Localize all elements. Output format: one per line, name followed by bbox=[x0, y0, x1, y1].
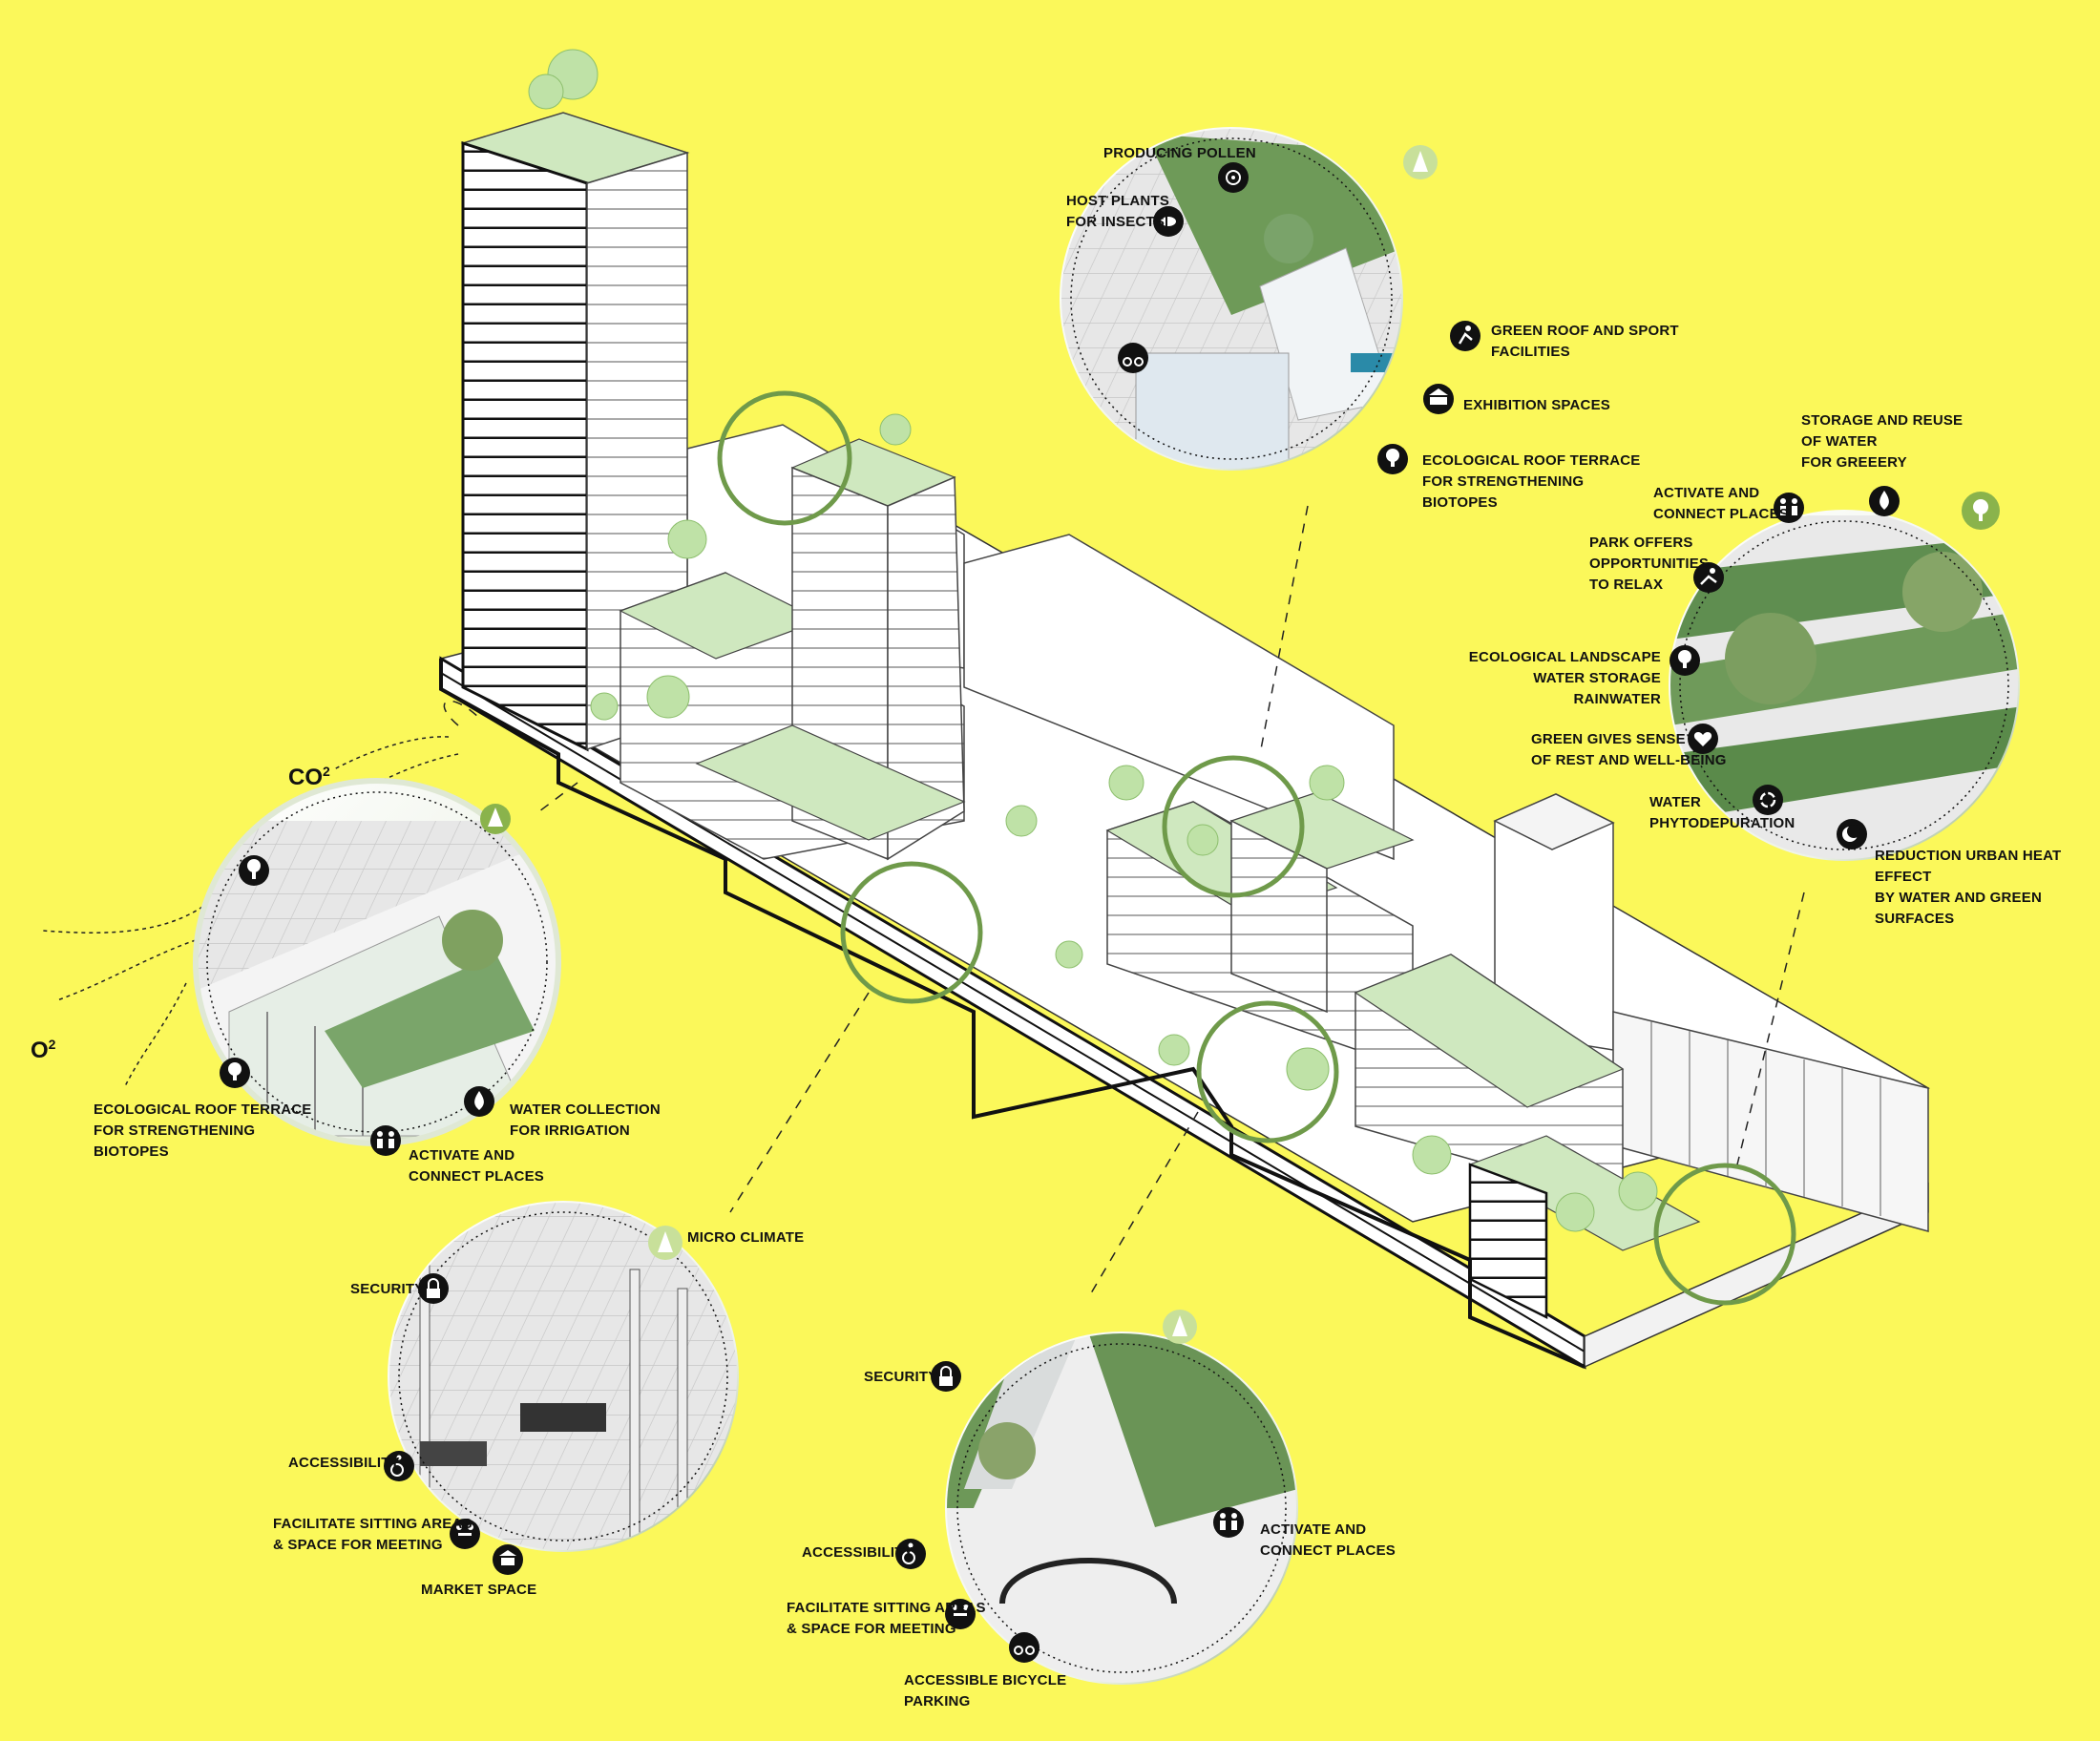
label-green-well-being: GREEN GIVES SENSE OF REST AND WELL-BEING bbox=[1531, 731, 1727, 768]
co2-label: CO2 bbox=[288, 764, 330, 790]
label-activate-connect-2: ACTIVATE AND CONNECT PLACES bbox=[1653, 485, 1789, 522]
relax-icon bbox=[1693, 562, 1724, 593]
recycle-icon bbox=[1753, 785, 1783, 815]
leaf-icon bbox=[648, 1226, 682, 1260]
tree-circle-icon bbox=[1962, 492, 2000, 530]
label-ecological-roof-terrace: ECOLOGICAL ROOF TERRACE FOR STRENGTHENIN… bbox=[94, 1101, 312, 1160]
lock-icon bbox=[418, 1273, 449, 1304]
bee-icon bbox=[1153, 206, 1184, 237]
label-sitting-meeting: FACILITATE SITTING AREAS & SPACE FOR MEE… bbox=[273, 1516, 472, 1553]
heart-icon bbox=[1688, 724, 1718, 754]
label-exhibition-spaces: EXHIBITION SPACES bbox=[1463, 397, 1610, 413]
running-icon bbox=[1450, 321, 1480, 351]
label-green-roof-sport: GREEN ROOF AND SPORT FACILITIES bbox=[1491, 323, 1679, 360]
label-accessibility: ACCESSIBILITY bbox=[288, 1455, 400, 1471]
label-host-plants: HOST PLANTS FOR INSECTS bbox=[1066, 193, 1170, 230]
label-security-2: SECURITY bbox=[864, 1369, 938, 1385]
people-icon bbox=[1213, 1507, 1244, 1538]
label-water-collection: WATER COLLECTION FOR IRRIGATION bbox=[510, 1101, 661, 1139]
label-sitting-meeting-2: FACILITATE SITTING AREAS & SPACE FOR MEE… bbox=[787, 1600, 986, 1637]
callout-circle-market bbox=[388, 1201, 739, 1552]
water-drop-icon bbox=[1869, 486, 1900, 516]
label-reduction-heat-effect: REDUCTION URBAN HEAT EFFECT BY WATER AND… bbox=[1875, 848, 2062, 927]
leaf-icon bbox=[480, 804, 511, 834]
people-icon bbox=[370, 1125, 401, 1156]
label-park-relax: PARK OFFERS OPPORTUNITIES TO RELAX bbox=[1589, 535, 1710, 593]
market-icon bbox=[493, 1544, 523, 1575]
label-activate-connect-3: ACTIVATE AND CONNECT PLACES bbox=[1260, 1521, 1396, 1559]
tree-circle-icon bbox=[220, 1058, 250, 1088]
leaf-icon bbox=[1403, 145, 1438, 179]
wheelchair-icon bbox=[895, 1539, 926, 1569]
callout-circle-park bbox=[1669, 510, 2020, 861]
label-activate-connect: ACTIVATE AND CONNECT PLACES bbox=[409, 1147, 544, 1185]
tree-circle-icon bbox=[1377, 444, 1408, 474]
meeting-icon bbox=[945, 1599, 976, 1629]
meeting-icon bbox=[450, 1519, 480, 1549]
label-ecological-roof-terrace-2: ECOLOGICAL ROOF TERRACE FOR STRENGTHENIN… bbox=[1422, 452, 1641, 511]
building-complex bbox=[42, 49, 1930, 1370]
moon-icon bbox=[1837, 819, 1867, 850]
o2-label: O2 bbox=[31, 1037, 56, 1063]
people-icon bbox=[1774, 493, 1804, 523]
wheelchair-icon bbox=[384, 1451, 414, 1481]
label-water-phytodepuration: WATER PHYTODEPURATION bbox=[1649, 794, 1796, 831]
label-accessibility-2: ACCESSIBILITY bbox=[802, 1544, 914, 1561]
label-ecological-landscape: ECOLOGICAL LANDSCAPE WATER STORAGE RAINW… bbox=[1468, 649, 1661, 707]
flower-icon bbox=[1218, 162, 1249, 193]
leaf-icon bbox=[1163, 1310, 1197, 1344]
bicycle-icon bbox=[1118, 343, 1148, 373]
tree-circle-icon bbox=[239, 855, 269, 886]
lock-icon bbox=[931, 1361, 961, 1392]
label-bicycle-parking: ACCESSIBLE BICYCLE PARKING bbox=[904, 1672, 1067, 1710]
museum-icon bbox=[1423, 384, 1454, 414]
callout-circle-underpass bbox=[945, 1332, 1298, 1685]
label-security: SECURITY bbox=[350, 1281, 425, 1297]
water-drop-icon bbox=[464, 1086, 494, 1117]
label-micro-climate: MICRO CLIMATE bbox=[687, 1229, 805, 1246]
label-producing-pollen: PRODUCING POLLEN bbox=[1103, 145, 1256, 161]
label-market-space: MARKET SPACE bbox=[421, 1582, 537, 1598]
bicycle-icon bbox=[1009, 1632, 1040, 1663]
callout-circle-terrace bbox=[193, 778, 561, 1146]
label-storage-reuse-water: STORAGE AND REUSE OF WATER FOR GREEERY bbox=[1801, 412, 1964, 471]
rain-tree-icon bbox=[1670, 645, 1700, 676]
